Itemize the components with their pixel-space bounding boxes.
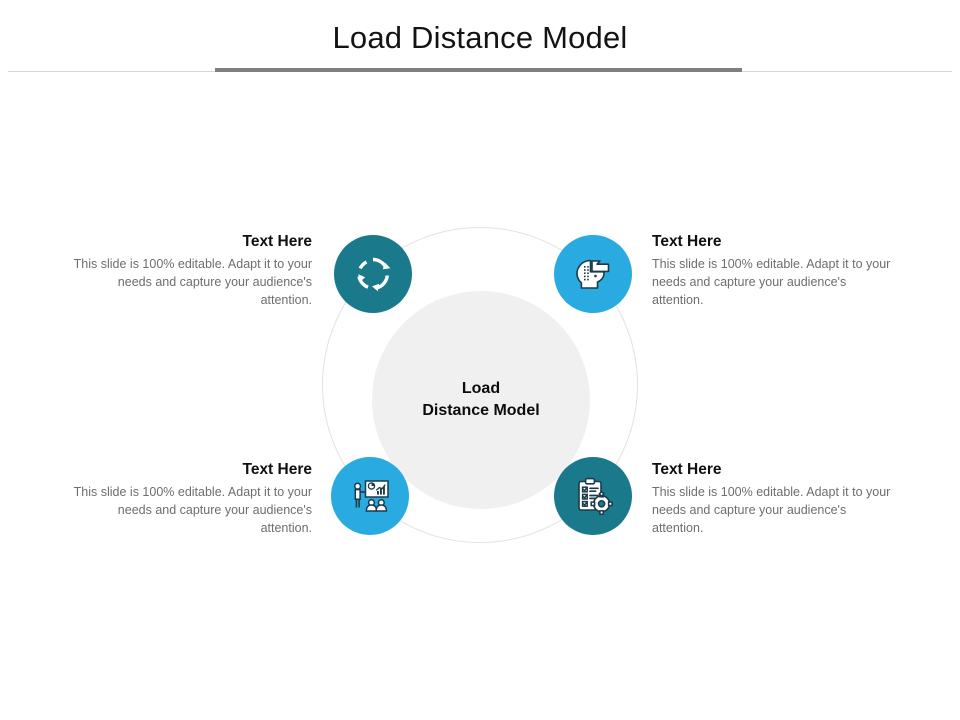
node-heading: Text Here xyxy=(242,233,313,250)
presentation-training-icon xyxy=(349,475,391,517)
node-heading: Text Here xyxy=(652,233,722,250)
clipboard-checklist-gear-icon xyxy=(572,475,614,517)
node-icon-top-right[interactable] xyxy=(554,235,632,313)
title-area: Load Distance Model xyxy=(0,18,960,58)
center-label: Load Distance Model xyxy=(422,378,539,422)
node-icon-bottom-right[interactable] xyxy=(554,457,632,535)
node-body: This slide is 100% editable. Adapt it to… xyxy=(652,257,891,307)
node-body: This slide is 100% editable. Adapt it to… xyxy=(73,257,312,307)
node-text-bottom-right: Text Here This slide is 100% editable. A… xyxy=(652,460,892,537)
node-icon-top-left[interactable] xyxy=(334,235,412,313)
node-text-top-left: Text Here This slide is 100% editable. A… xyxy=(72,232,312,309)
outer-ring xyxy=(322,227,638,543)
circular-arrows-icon xyxy=(352,253,394,295)
center-circle: Load Distance Model xyxy=(372,291,590,509)
node-icon-bottom-left[interactable] xyxy=(331,457,409,535)
head-with-arrow-icon xyxy=(572,253,614,295)
node-heading: Text Here xyxy=(242,461,313,478)
page-title: Load Distance Model xyxy=(332,20,628,55)
center-label-line1: Load xyxy=(461,380,501,397)
node-text-top-right: Text Here This slide is 100% editable. A… xyxy=(652,232,892,309)
node-body: This slide is 100% editable. Adapt it to… xyxy=(652,485,891,535)
node-heading: Text Here xyxy=(652,461,722,478)
node-text-bottom-left: Text Here This slide is 100% editable. A… xyxy=(72,460,312,537)
title-divider-thick xyxy=(215,68,742,72)
center-label-line2: Distance Model xyxy=(422,402,540,419)
node-body: This slide is 100% editable. Adapt it to… xyxy=(73,485,312,535)
